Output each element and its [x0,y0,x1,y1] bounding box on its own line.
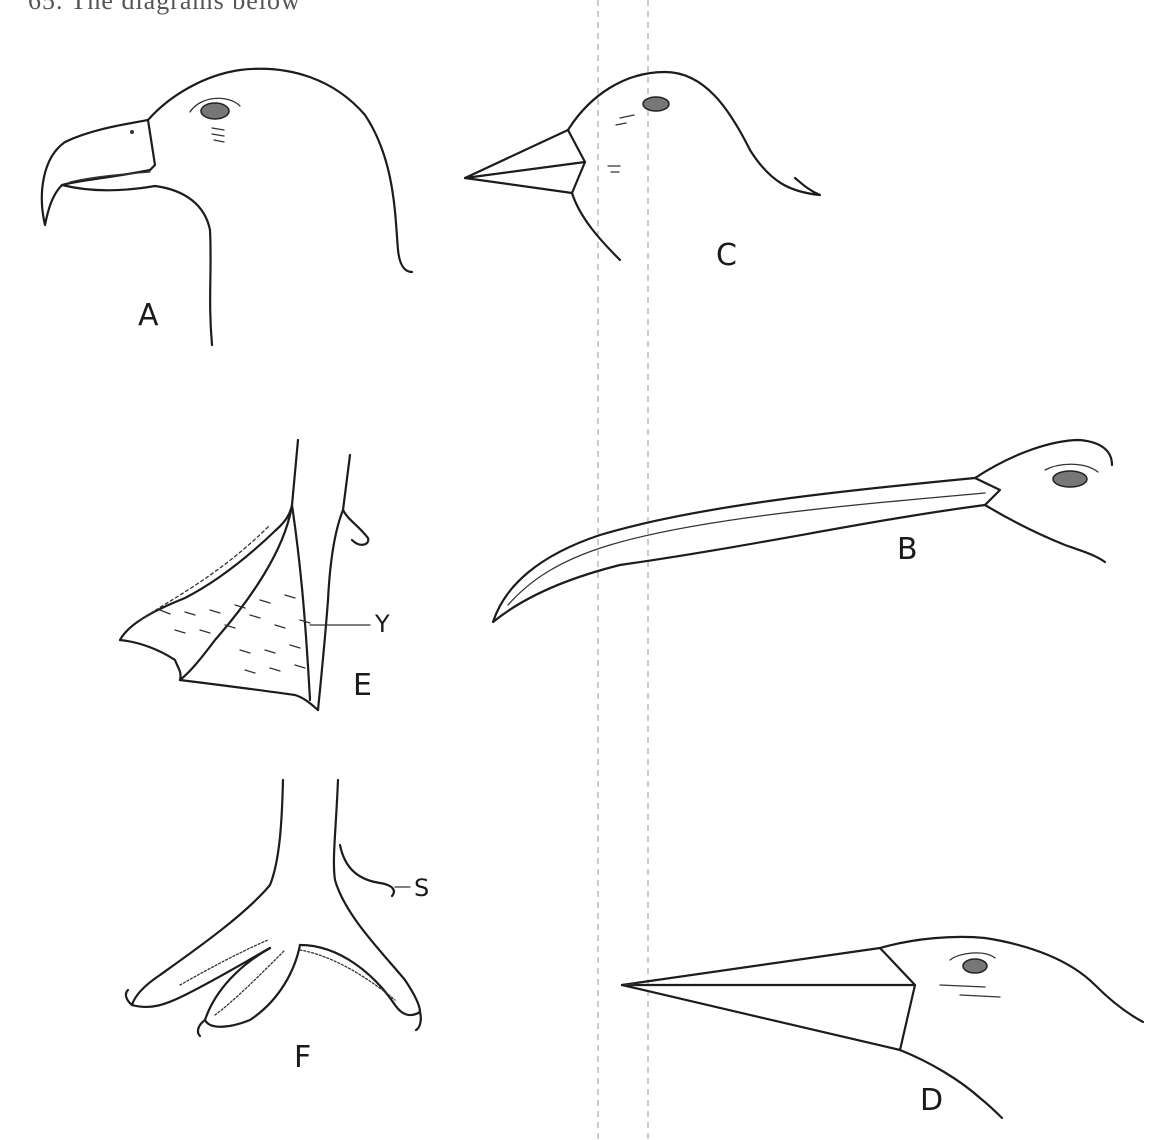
figure-b-label: B [897,532,918,567]
figure-b-long-curved-beak-head [493,440,1112,622]
figure-d-label: D [920,1083,943,1118]
figure-f-label: F [294,1040,311,1075]
figure-f-pointer-s: S [414,874,429,902]
figure-e-web-shading [160,595,310,673]
figure-d-dagger-beak-head [622,937,1143,1118]
figure-c-conical-beak-head [465,72,820,260]
figure-e-pointer-y: Y [375,610,390,638]
figure-a-label: A [138,298,159,333]
figure-e-webbed-foot [120,440,370,710]
figure-c-label: C [716,238,737,273]
figure-e-label: E [353,668,372,703]
figure-a-hooked-beak-head [42,69,412,345]
figure-f-clawed-foot [126,780,421,1036]
